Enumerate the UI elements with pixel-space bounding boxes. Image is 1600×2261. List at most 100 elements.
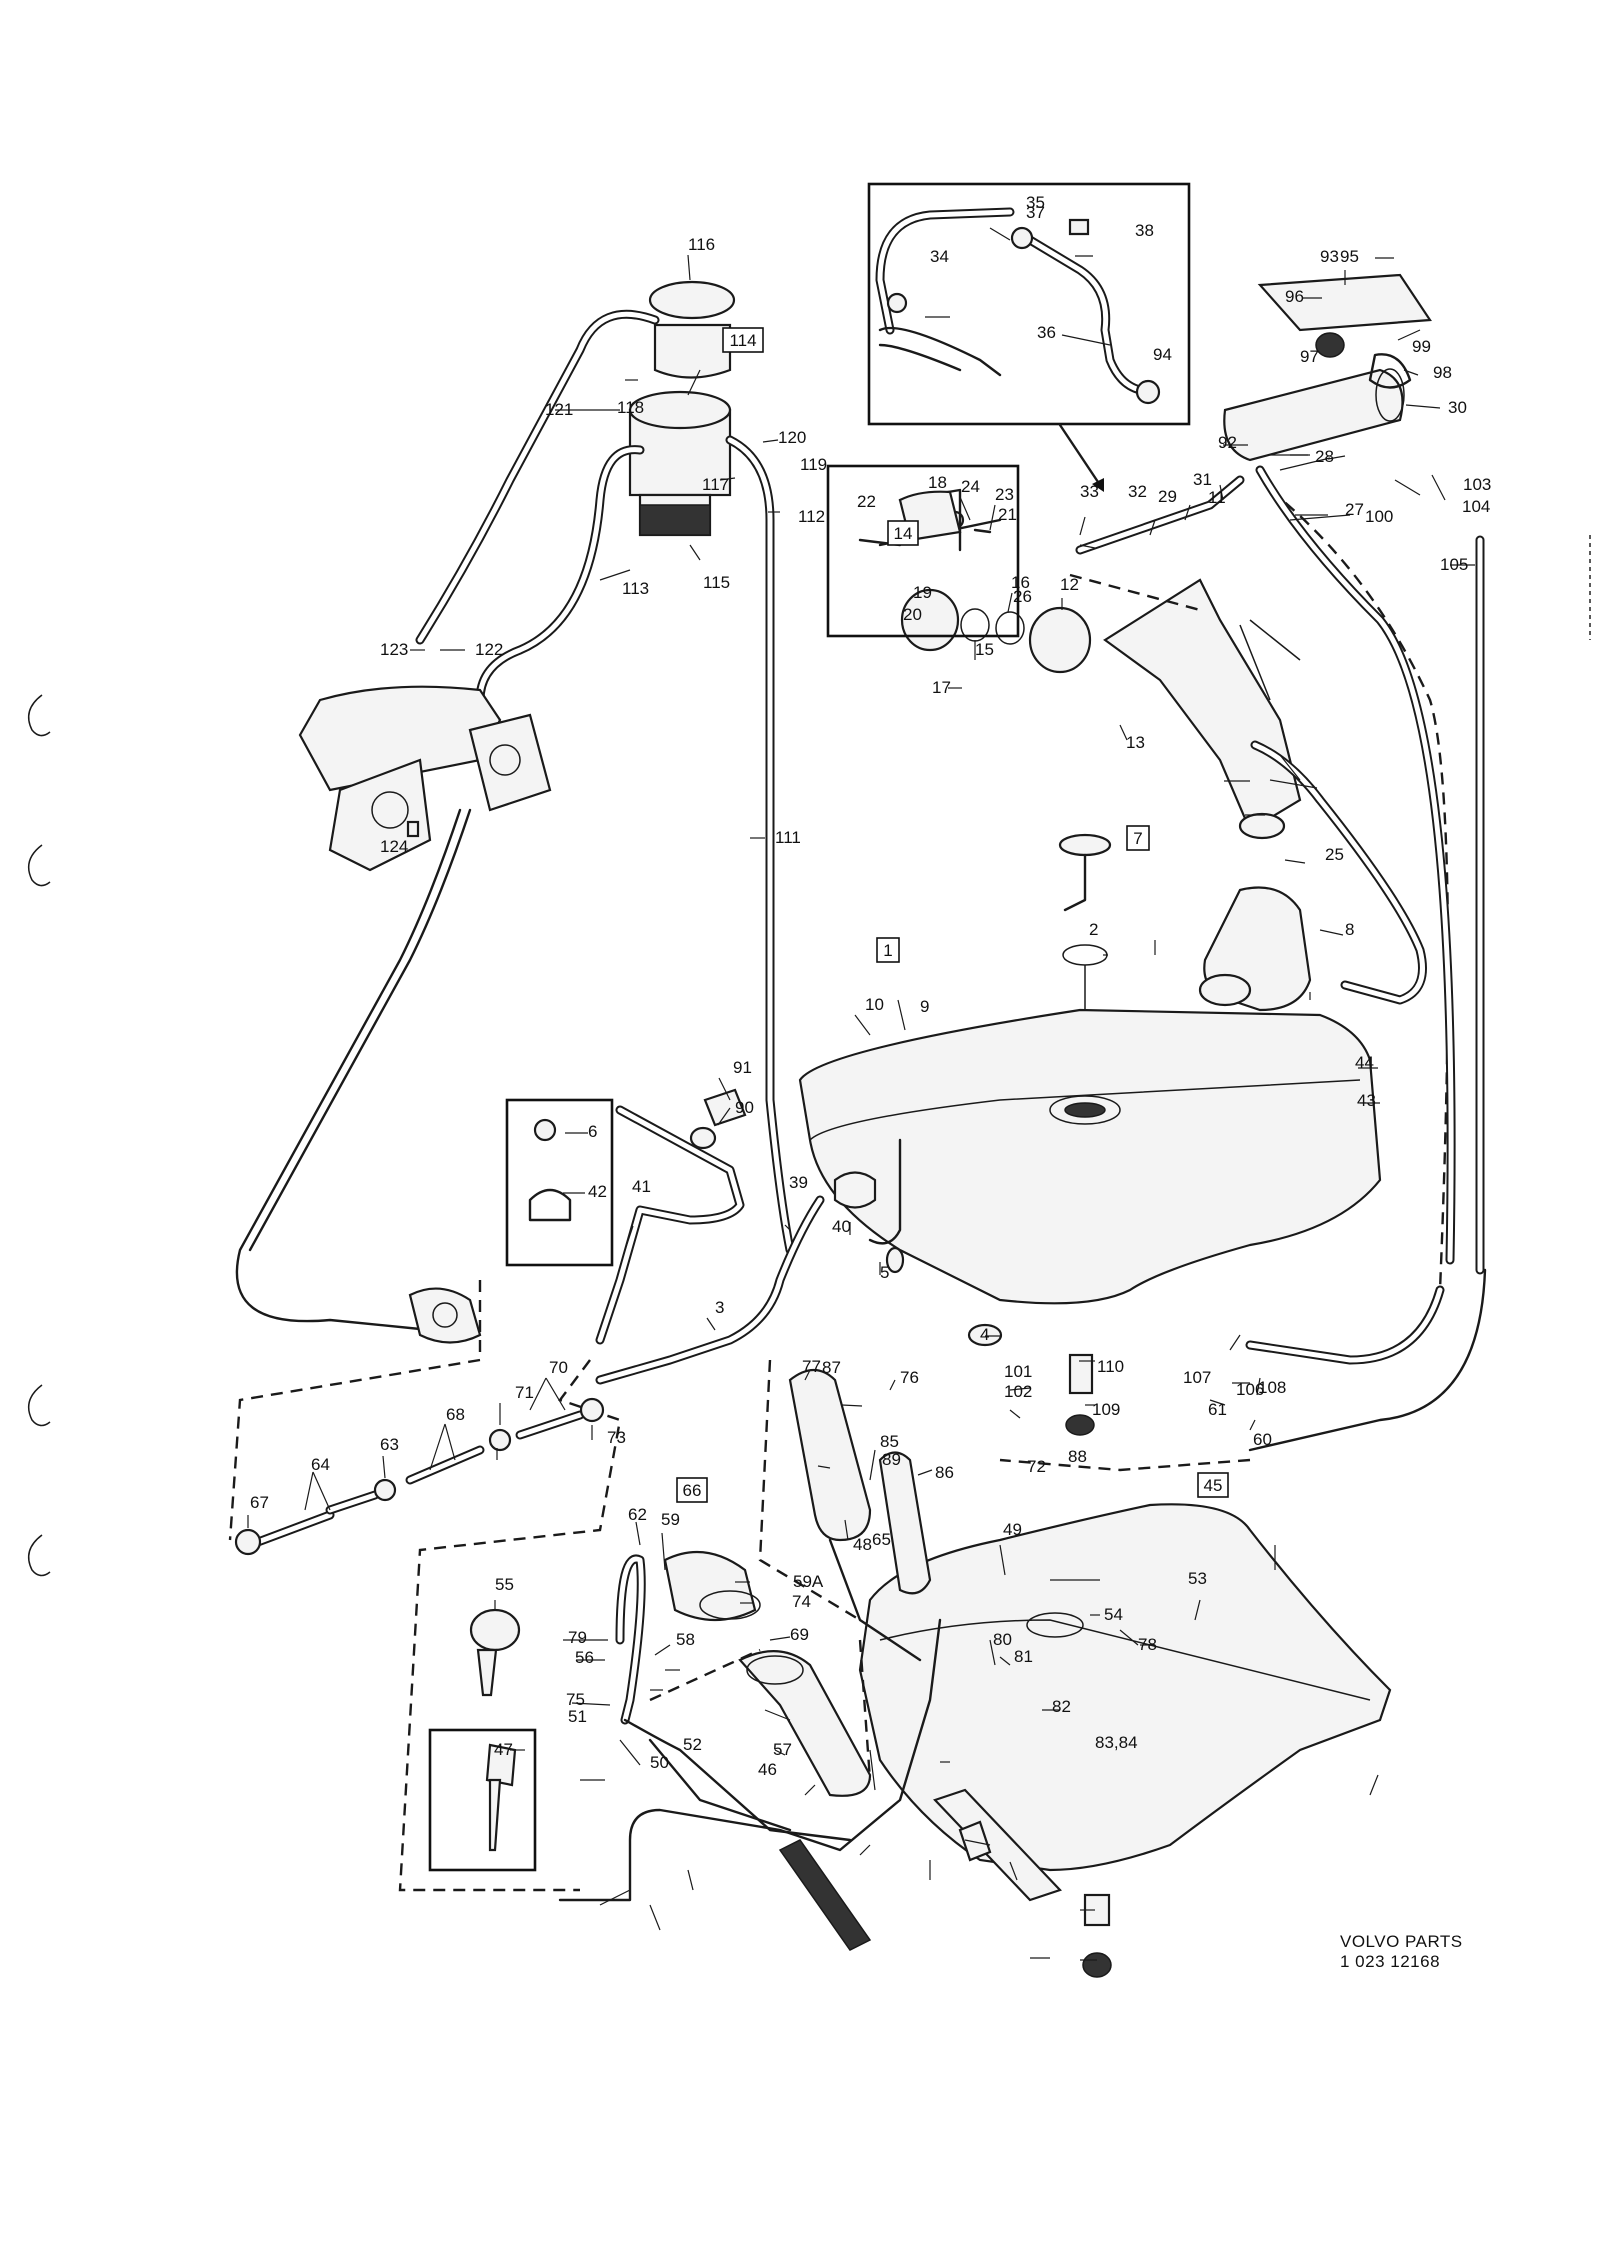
- part-number-label: 81: [1014, 1647, 1033, 1666]
- part-number-label: 88: [1068, 1447, 1087, 1466]
- inset-bracket: [826, 464, 1020, 638]
- part-number-label: 72: [1027, 1457, 1046, 1476]
- part-number-label: 92: [1218, 433, 1237, 452]
- part-number-label: 5: [880, 1263, 889, 1282]
- part-number-label: 35: [1026, 193, 1045, 212]
- part-number-label: 51: [568, 1707, 587, 1726]
- part-number-label: 79: [568, 1628, 587, 1647]
- part-number-label: 2: [1089, 920, 1098, 939]
- part-number-label: 62: [628, 1505, 647, 1524]
- part-number-label: 87: [822, 1358, 841, 1377]
- part-number-label: 96: [1285, 287, 1304, 306]
- part-number-label: 19: [913, 583, 932, 602]
- part-number-label: 91: [733, 1058, 752, 1077]
- part-number-label: 47: [494, 1740, 513, 1759]
- part-number-label: 85: [880, 1432, 899, 1451]
- part-number-label: 55: [495, 1575, 514, 1594]
- part-number-label: 54: [1104, 1605, 1123, 1624]
- reference-box-label: 1: [883, 941, 892, 960]
- reference-box: [1197, 1472, 1229, 1498]
- part-number-label: 116: [688, 235, 715, 254]
- part-number-label: 115: [703, 573, 730, 592]
- lock-cylinder: [469, 1608, 521, 1697]
- part-number-label: 48: [853, 1535, 872, 1554]
- part-number-label: 53: [1188, 1569, 1207, 1588]
- part-number-label: 105: [1440, 555, 1468, 574]
- tank-sender: [1058, 833, 1112, 966]
- part-number-label: 56: [575, 1648, 594, 1667]
- charcoal-canister: [628, 280, 736, 537]
- inset-vent-hoses: [867, 182, 1191, 426]
- part-number-label: 97: [1300, 347, 1319, 366]
- part-number-label: 121: [545, 400, 573, 419]
- part-number-label: 11: [1208, 488, 1226, 507]
- part-number-label: 41: [632, 1177, 651, 1196]
- reference-box-label: 66: [683, 1481, 702, 1500]
- part-number-label: 76: [900, 1368, 919, 1387]
- part-number-label: 110: [1097, 1357, 1124, 1376]
- part-number-label: 77: [802, 1357, 821, 1376]
- part-number-label: 10: [865, 995, 884, 1014]
- part-number-label: 119: [800, 455, 827, 474]
- part-number-label: 65: [872, 1530, 891, 1549]
- part-number-label: 71: [515, 1383, 534, 1402]
- part-number-label: 28: [1315, 447, 1334, 466]
- part-number-label: 69: [790, 1625, 809, 1644]
- part-number-label: 61: [1208, 1400, 1227, 1419]
- part-number-label: 90: [735, 1098, 754, 1117]
- part-number-label: 40: [832, 1217, 851, 1236]
- binder-hole-mark: [27, 1534, 51, 1577]
- reference-box: [876, 937, 900, 963]
- part-number-label: 63: [380, 1435, 399, 1454]
- part-number-label: 39: [789, 1173, 808, 1192]
- part-number-label: 64: [311, 1455, 330, 1474]
- reference-box-label: 7: [1133, 829, 1142, 848]
- part-number-label: 82: [1052, 1697, 1071, 1716]
- part-number-label: 104: [1462, 497, 1490, 516]
- part-number-label: 74: [792, 1592, 811, 1611]
- reference-box: [1126, 825, 1150, 851]
- reference-box: [722, 327, 764, 353]
- part-number-label: 109: [1092, 1400, 1120, 1419]
- part-number-label: 68: [446, 1405, 465, 1424]
- part-number-label: 38: [1135, 221, 1154, 240]
- part-number-label: 59: [661, 1510, 680, 1529]
- carburettor-assembly: [298, 685, 552, 872]
- binder-hole-mark: [27, 844, 51, 887]
- part-number-label: 27: [1345, 500, 1364, 519]
- part-number-label: 33: [1080, 482, 1099, 501]
- part-number-label: 9: [920, 997, 929, 1016]
- part-number-label: 46: [758, 1760, 777, 1779]
- part-number-label: 67: [250, 1493, 269, 1512]
- part-number-label: 20: [903, 605, 922, 624]
- part-number-label: 31: [1193, 470, 1212, 489]
- part-number-label: 80: [993, 1630, 1012, 1649]
- part-number-label: 49: [1003, 1520, 1022, 1539]
- brand-part-number: 1 023 12168: [1340, 1952, 1440, 1971]
- part-number-label: 86: [935, 1463, 954, 1482]
- reference-box: [676, 1477, 708, 1503]
- part-number-label: 18: [928, 473, 947, 492]
- hose-chain: [234, 1397, 605, 1556]
- part-number-label: 44: [1355, 1053, 1374, 1072]
- part-number-label: 24: [961, 477, 980, 496]
- part-number-label: 3: [715, 1298, 724, 1317]
- part-number-label: 23: [995, 485, 1014, 504]
- part-number-label: 25: [1325, 845, 1344, 864]
- part-number-label: 15: [975, 640, 994, 659]
- part-number-label: 52: [683, 1735, 702, 1754]
- part-number-label: 108: [1258, 1378, 1286, 1397]
- part-number-label: 117: [702, 475, 729, 494]
- filler-neck: [1103, 578, 1312, 1012]
- part-number-label: 83,84: [1095, 1733, 1138, 1752]
- brand-name: VOLVO PARTS: [1340, 1932, 1463, 1951]
- part-number-label: 32: [1128, 482, 1147, 501]
- part-number-label: 95: [1340, 247, 1359, 266]
- part-number-label: 101: [1004, 1362, 1032, 1381]
- leader-lines: [247, 227, 1475, 1961]
- part-number-label: 118: [617, 398, 644, 417]
- part-number-label: 34: [930, 247, 949, 266]
- part-number-label: 73: [607, 1428, 626, 1447]
- part-number-label: 78: [1138, 1635, 1157, 1654]
- part-number-label: 57: [773, 1740, 792, 1759]
